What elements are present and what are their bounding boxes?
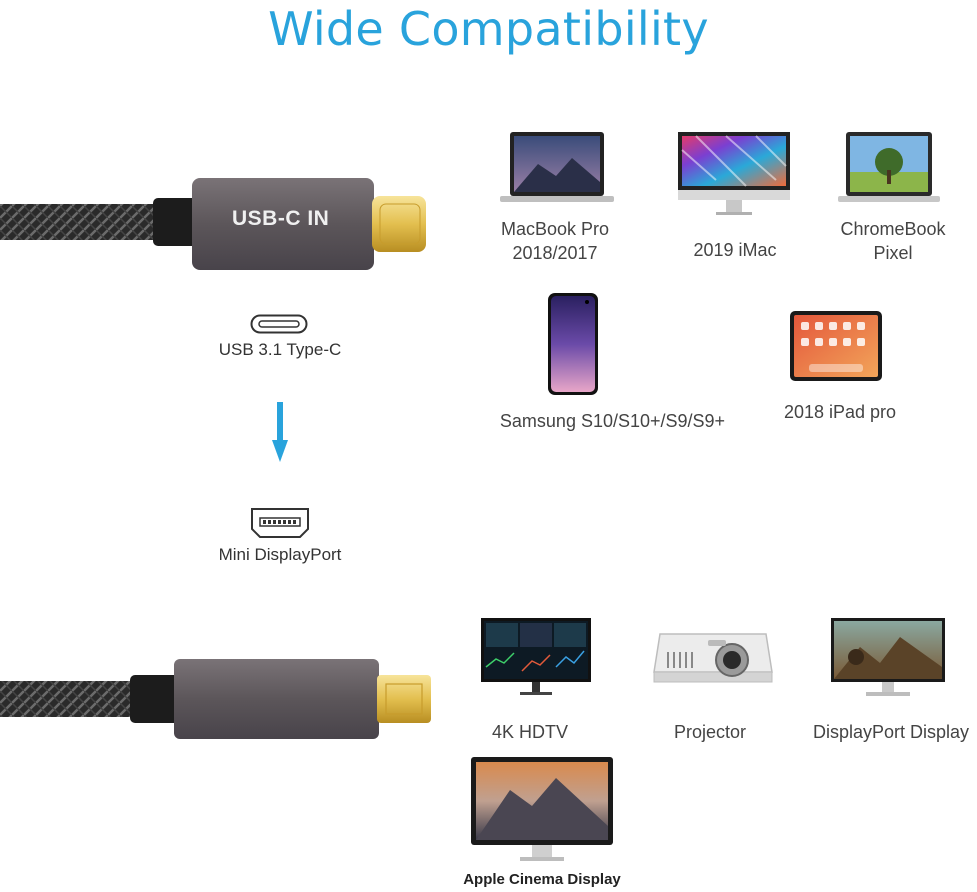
device-label-macbook: MacBook Pro 2018/2017 xyxy=(500,219,610,263)
hdtv-image xyxy=(480,617,592,697)
usbc-cable-label: USB-C IN xyxy=(232,207,330,230)
arrow-down-icon xyxy=(272,402,288,464)
device-label-ipad: 2018 iPad pro xyxy=(783,402,897,422)
device-label-samsung: Samsung S10/S10+/S9/S9+ xyxy=(499,411,726,431)
imac-image xyxy=(676,130,792,216)
macbook-pro-image xyxy=(498,130,616,204)
minidp-cable-image xyxy=(0,655,440,745)
chromebook-pixel-image xyxy=(836,130,942,206)
usbc-port-label: USB 3.1 Type-C xyxy=(218,340,342,359)
page-title: Wide Compatibility xyxy=(268,2,709,56)
device-label-chromebook: ChromeBook Pixel xyxy=(840,219,946,263)
usbc-cable-image xyxy=(0,170,440,280)
usbc-port-icon xyxy=(250,314,308,334)
mini-displayport-label: Mini DisplayPort xyxy=(218,545,342,564)
mini-displayport-icon xyxy=(250,507,310,539)
device-label-displayport-display: DisplayPort Display xyxy=(812,722,970,742)
samsung-phone-image xyxy=(547,292,599,396)
device-label-projector: Projector xyxy=(673,722,747,742)
displayport-display-image xyxy=(830,617,946,699)
projector-image xyxy=(650,622,776,688)
device-label-hdtv: 4K HDTV xyxy=(491,722,569,742)
ipad-pro-image xyxy=(789,310,883,382)
device-label-apple-cinema: Apple Cinema Display xyxy=(463,871,621,888)
device-label-imac: 2019 iMac xyxy=(693,240,777,260)
apple-cinema-display-image xyxy=(470,756,614,864)
